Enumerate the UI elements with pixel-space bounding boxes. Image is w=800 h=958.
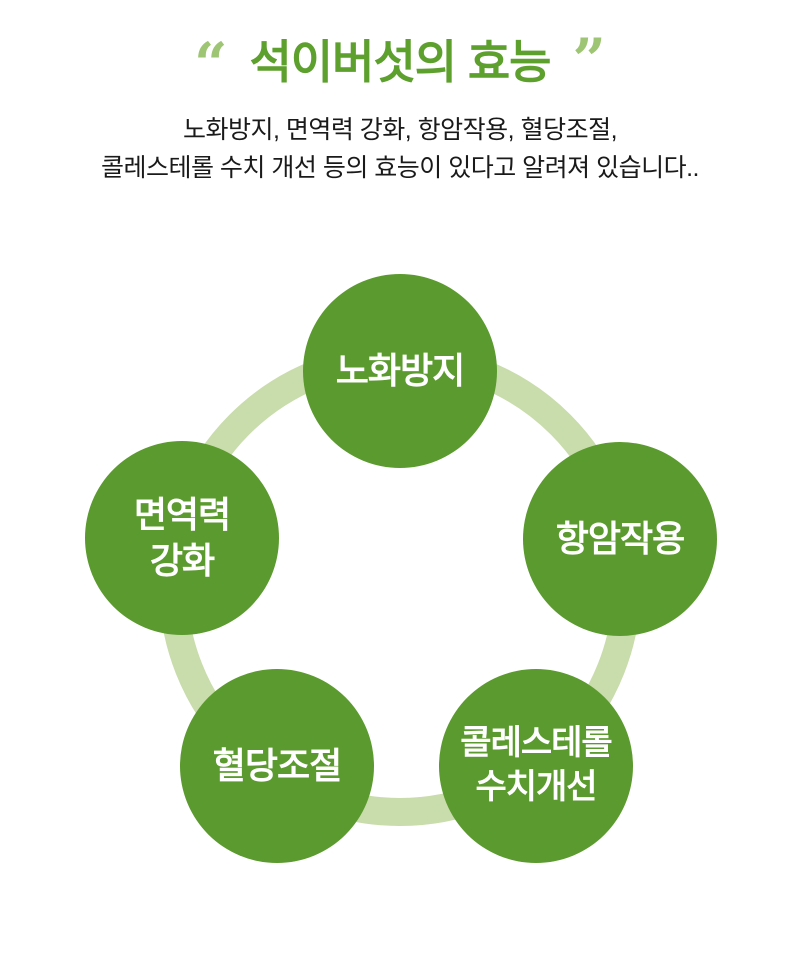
node-immunity-boost-label-line-2: 강화	[149, 540, 215, 581]
title-row: “ 석이버섯의 효능 ”	[0, 26, 800, 98]
subtitle-line-1: 노화방지, 면역력 강화, 항암작용, 혈당조절,	[182, 116, 618, 145]
open-quote-mark: “	[194, 30, 228, 98]
node-anti-aging: 노화방지	[303, 274, 497, 468]
header: “ 석이버섯의 효능 ” 노화방지, 면역력 강화, 항암작용, 혈당조절, 콜…	[0, 0, 800, 187]
node-anti-cancer: 항암작용	[523, 442, 717, 636]
benefits-pentagon-diagram: 노화방지 면역력 강화 항암작용 혈당조절 콜레스테롤 수치개선	[0, 250, 800, 958]
close-quote-mark: ”	[572, 26, 606, 94]
node-cholesterol-improvement-label-line-1: 콜레스테롤	[460, 724, 612, 763]
node-blood-sugar-control: 혈당조절	[180, 669, 374, 863]
node-anti-aging-label: 노화방지	[335, 349, 465, 391]
node-immunity-boost-label-line-1: 면역력	[133, 493, 231, 535]
subtitle: 노화방지, 면역력 강화, 항암작용, 혈당조절, 콜레스테롤 수치 개선 등의…	[0, 112, 800, 187]
node-cholesterol-improvement: 콜레스테롤 수치개선	[439, 669, 633, 863]
subtitle-line-2: 콜레스테롤 수치 개선 등의 효능이 있다고 알려져 있습니다..	[100, 153, 700, 182]
node-blood-sugar-control-label: 혈당조절	[212, 744, 342, 786]
node-anti-cancer-label: 항암작용	[555, 517, 685, 559]
node-immunity-boost: 면역력 강화	[85, 441, 279, 635]
page-title: 석이버섯의 효능	[249, 36, 551, 88]
node-cholesterol-improvement-label-line-2: 수치개선	[475, 768, 597, 806]
